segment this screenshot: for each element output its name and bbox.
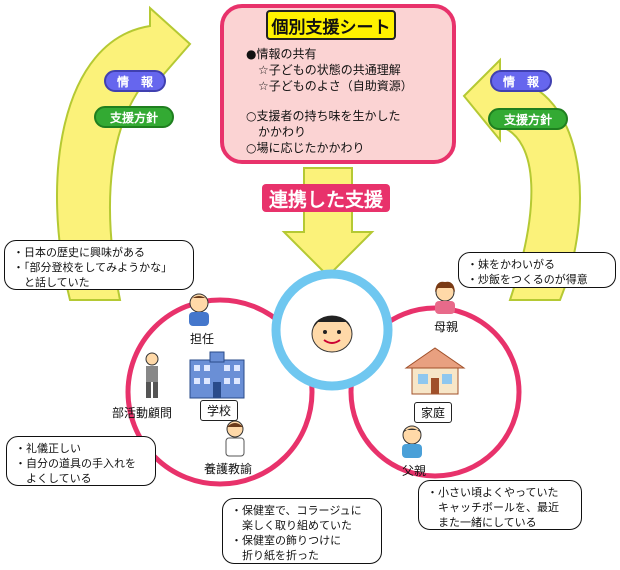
collaboration-label: 連携した支援 [262, 184, 390, 212]
father-note-3: また一緒にしている [427, 516, 537, 529]
club-note-2: ・自分の道具の手入れを [15, 457, 136, 470]
sheet-line-strengths: ☆子どものよさ（自助資源） [246, 79, 413, 93]
sheet-line-supporter: ○支援者の持ち味を生かした [246, 109, 401, 123]
club-advisor-speech-bubble: ・礼儀正しい ・自分の道具の手入れを よくしている [6, 436, 156, 486]
left-policy-pill: 支援方針 [94, 106, 174, 128]
school-building-icon [189, 351, 245, 399]
mother-speech-bubble: ・妹をかわいがる ・炒飯をつくるのが得意 [458, 252, 616, 288]
mother-note-2: ・炒飯をつくるのが得意 [467, 273, 588, 286]
right-info-pill: 情 報 [490, 70, 552, 92]
sheet-line-sharing: ●情報の共有 [246, 47, 317, 61]
right-policy-pill: 支援方針 [488, 108, 568, 130]
school-label: 学校 [200, 400, 239, 421]
club-note-3: よくしている [15, 472, 92, 485]
nurse-note-4: 折り紙を折った [231, 549, 319, 562]
nurse-note-2: 楽しく取り組めていた [231, 519, 352, 532]
mother-label: 母親 [434, 320, 459, 334]
school-nurse-icon [225, 420, 245, 457]
homeroom-note-3: と話していた [13, 276, 90, 289]
home-label: 家庭 [414, 402, 453, 423]
sheet-line-situational: ○場に応じたかかわり [246, 141, 365, 155]
nurse-note-1: ・保健室で、コラージュに [231, 504, 362, 517]
father-icon [402, 425, 422, 458]
school-nurse-speech-bubble: ・保健室で、コラージュに 楽しく取り組めていた ・保健室の飾りつけに 折り紙を折… [222, 498, 382, 564]
homeroom-label: 担任 [190, 332, 215, 346]
father-label: 父親 [402, 464, 427, 478]
club-advisor-icon [145, 352, 159, 398]
nurse-note-3: ・保健室の飾りつけに [231, 534, 342, 547]
left-info-pill: 情 報 [104, 70, 166, 92]
father-note-2: キャッチボールを、最近 [427, 501, 559, 514]
school-nurse-label: 養護教諭 [204, 462, 253, 476]
support-sheet-title: 個別支援シート [266, 10, 396, 40]
child-face-icon [311, 315, 353, 353]
homeroom-speech-bubble: ・日本の歴史に興味がある ・「部分登校をしてみようかな」 と話していた [4, 240, 194, 290]
homeroom-teacher-icon [189, 293, 209, 326]
father-speech-bubble: ・小さい頃よくやっていた キャッチボールを、最近 また一緒にしている [418, 480, 582, 530]
homeroom-note-2: ・「部分登校をしてみようかな」 [13, 261, 173, 274]
mother-note-1: ・妹をかわいがる [467, 258, 555, 271]
father-note-1: ・小さい頃よくやっていた [427, 486, 559, 499]
sheet-line-involvement: かかわり [246, 125, 307, 139]
club-advisor-label: 部活動顧問 [112, 406, 173, 420]
sheet-line-understanding: ☆子どもの状態の共通理解 [246, 63, 401, 77]
club-note-1: ・礼儀正しい [15, 442, 81, 455]
homeroom-note-1: ・日本の歴史に興味がある [13, 246, 145, 259]
mother-icon [435, 281, 455, 314]
house-icon [404, 347, 466, 395]
